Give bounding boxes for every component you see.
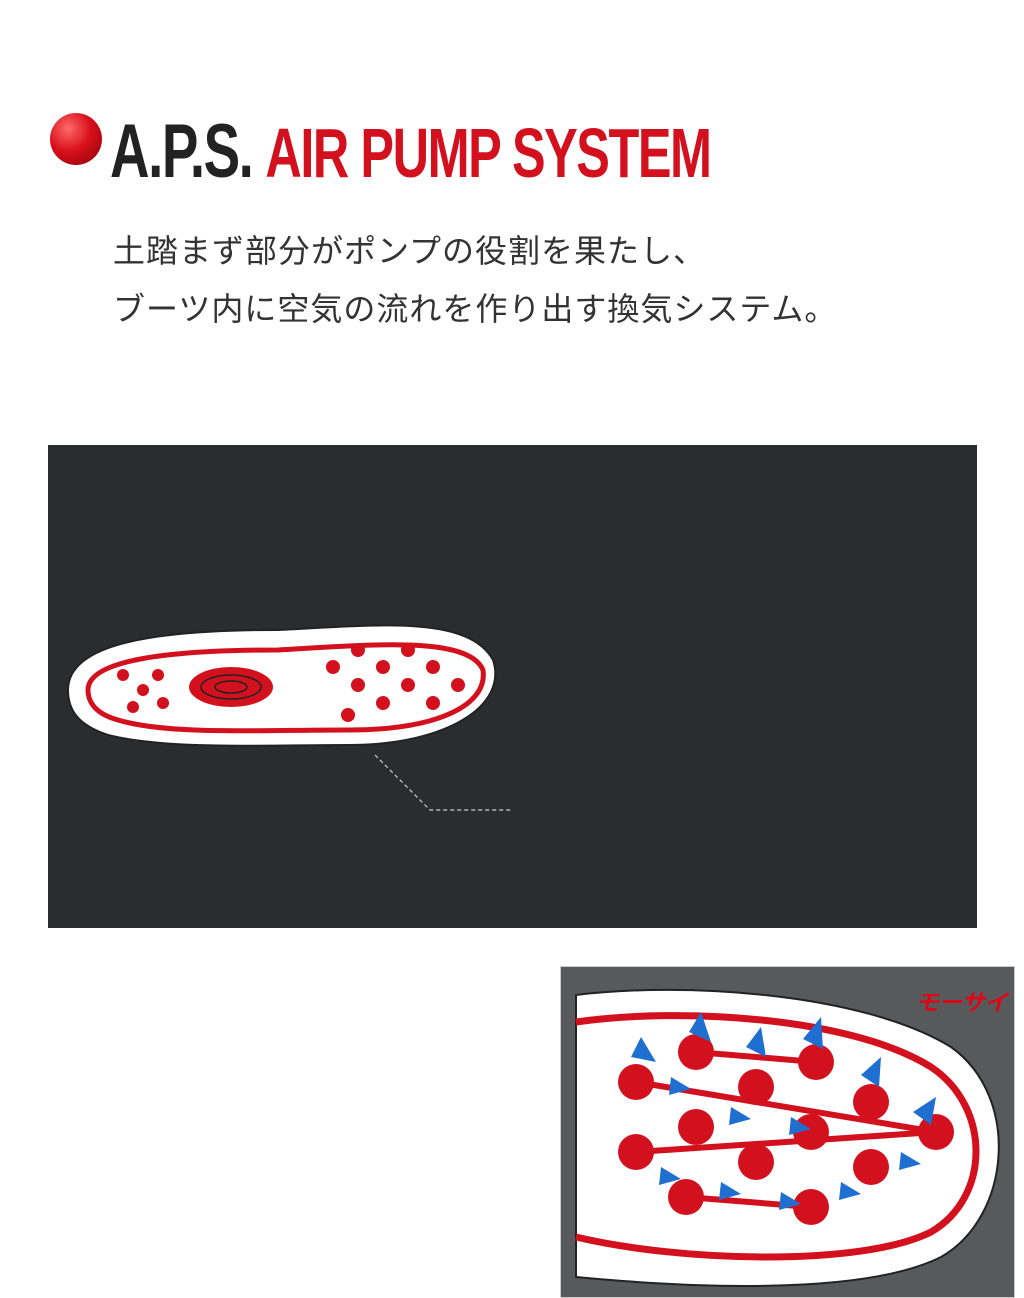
description-line-2: ブーツ内に空気の流れを作り出す換気システム。	[113, 290, 838, 328]
diagram-panel	[48, 445, 1015, 1298]
description-line-1: 土踏まず部分がポンプの役割を果たし、	[113, 232, 707, 270]
red-ball-icon	[50, 113, 102, 165]
page-title: A.P.S.AIR PUMP SYSTEM	[110, 108, 712, 195]
title-name: AIR PUMP SYSTEM	[265, 114, 712, 192]
brand-logo: モーサイ	[915, 990, 1008, 1015]
insole-illustration	[66, 624, 512, 811]
title-acronym: A.P.S.	[110, 109, 254, 194]
